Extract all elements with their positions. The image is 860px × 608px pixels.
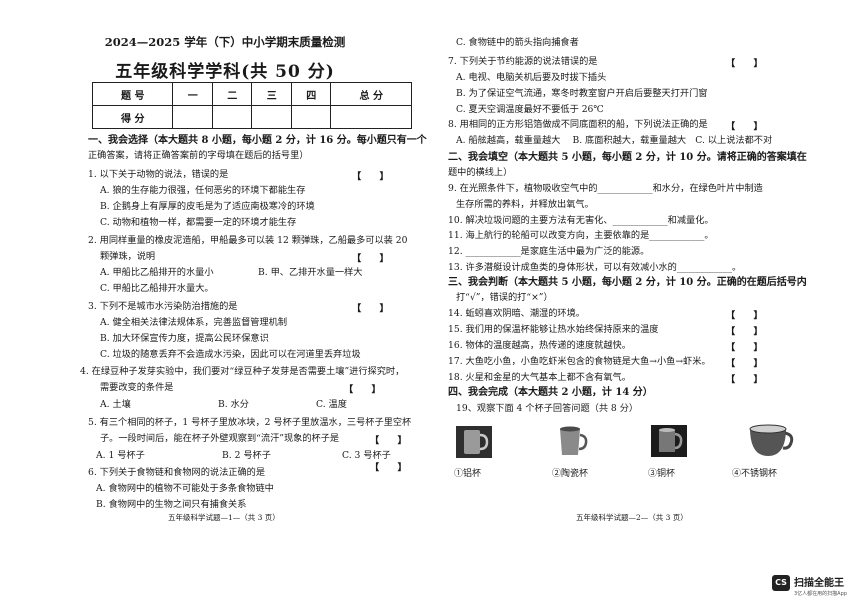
question-2-cont: 颗弹珠，说明: [100, 251, 156, 262]
answer-bracket: 【 】: [370, 462, 407, 473]
score-cell: [290, 105, 332, 129]
section3-heading: 三、我会判断（本大题共 5 小题，每小题 2 分，计 10 分。正确的在题后括号…: [448, 277, 807, 288]
score-header-4: 四: [290, 82, 332, 106]
option-5c: C. 3 号杯子: [342, 450, 391, 461]
answer-bracket: 【 】: [352, 253, 389, 264]
exam-subtitle: 五年级科学学科(共 50 分): [115, 62, 335, 82]
left-page: 2024—2025 学年（下）中小学期末质量检测 五年级科学学科(共 50 分)…: [80, 35, 427, 522]
answer-bracket: 【 】: [352, 171, 389, 182]
watermark-name: 扫描全能王: [794, 578, 844, 589]
question-14: 14. 蚯蚓喜欢阴暗、潮湿的环境。: [448, 308, 585, 319]
score-header-total: 总 分: [330, 82, 412, 106]
question-19: 19、观察下面 4 个杯子回答问题（共 8 分）: [456, 403, 639, 414]
score-cell: [251, 105, 292, 129]
question-3: 3. 下列不是城市水污染防治措施的是: [88, 301, 238, 312]
score-header-1: 一: [172, 82, 213, 106]
question-8: 8. 用相同的正方形铝箔做成不同底面积的船，下列说法正确的是: [448, 119, 708, 130]
section1-heading-cont: 正确答案，请将正确答案前的字母填在题后的括号里）: [88, 150, 309, 161]
option-2b: B. 甲、乙排开水量一样大: [258, 267, 363, 278]
answer-bracket: 【 】: [726, 326, 763, 337]
question-13: 13. 许多潜艇设计成鱼类的身体形状，可以有效减小水的____________。: [448, 262, 742, 273]
option-7b: B. 为了保证空气流通，寒冬时教室窗户开启后要整天打开门窗: [456, 88, 708, 99]
option-3a: A. 健全相关法律法规体系，完善监督管理机制: [100, 317, 288, 328]
cup-label-3: ③铜杯: [648, 469, 676, 479]
question-11: 11. 海上航行的轮船可以改变方向，主要依靠的是____________。: [448, 230, 714, 241]
aluminum-cup-icon: [456, 426, 492, 458]
question-9-cont: 生存所需的养料，并释放出氧气。: [456, 199, 594, 210]
options-8: A. 船舷越高，载重量越大 B. 底面积越大，载重量越大 C. 以上说法都不对: [456, 135, 773, 146]
page-footer-2: 五年级科学试题—2—（共 3 页）: [576, 513, 688, 522]
score-row-label: 得 分: [91, 105, 174, 129]
cups-figure: ①铝杯 ②陶瓷杯 ③铜杯 ④不锈钢杯: [450, 424, 850, 494]
copper-cup-icon: [651, 425, 687, 457]
section3-heading-cont: 打“√”，错误的打“×”）: [456, 292, 553, 303]
score-cell: [211, 105, 253, 129]
option-1b: B. 企鹅身上有厚厚的皮毛是为了适应南极寒冷的环境: [100, 201, 315, 212]
camscanner-logo-icon: CS: [772, 575, 790, 591]
answer-bracket: 【 】: [726, 58, 763, 69]
question-7: 7. 下列关于节约能源的说法错误的是: [448, 56, 598, 67]
score-table: 题 号 一 二 三 四 总 分 得 分: [91, 82, 412, 129]
question-10: 10. 解决垃圾问题的主要方法有无害化、____________和减量化。: [448, 215, 714, 226]
section2-heading-cont: 题中的横线上）: [448, 167, 513, 178]
section1-heading: 一、我会选择（本大题共 8 小题，每小题 2 分，计 16 分。每小题只有一个: [88, 135, 427, 146]
answer-bracket: 【 】: [726, 310, 763, 321]
score-cell: [330, 105, 412, 129]
question-18: 18. 火星和金星的大气基本上都不含有氧气。: [448, 372, 631, 383]
option-6b: B. 食物网中的生物之间只有捕食关系: [96, 499, 247, 510]
answer-bracket: 【 】: [344, 384, 381, 395]
question-2: 2. 用同样重量的橡皮泥造船，甲船最多可以装 12 颗弹珠，乙船最多可以装 20: [88, 235, 408, 246]
question-4-cont: 需要改变的条件是: [100, 382, 174, 393]
option-1c: C. 动物和植物一样，都需要一定的环境才能生存: [100, 217, 297, 228]
option-6c: C. 食物链中的箭头指向捕食者: [456, 37, 579, 48]
option-5b: B. 2 号杯子: [222, 450, 271, 461]
cup-label-4: ④不锈钢杯: [732, 469, 778, 479]
question-4: 4. 在绿豆种子发芽实验中，我们要对“绿豆种子发芽是否需要土壤”进行探究时，: [80, 366, 405, 377]
question-16: 16. 物体的温度越高，热传递的速度就越快。: [448, 340, 631, 351]
stainless-steel-cup-icon: [749, 424, 794, 456]
right-page: C. 食物链中的箭头指向捕食者 7. 下列关于节约能源的说法错误的是 【 】 A…: [430, 0, 860, 608]
option-5a: A. 1 号杯子: [96, 450, 145, 461]
answer-bracket: 【 】: [726, 342, 763, 353]
option-6a: A. 食物网中的植物不可能处于多条食物链中: [96, 483, 274, 494]
answer-bracket: 【 】: [726, 358, 763, 369]
option-4c: C. 温度: [316, 399, 347, 410]
score-cell: [172, 105, 213, 129]
section2-heading: 二、我会填空（本大题共 5 小题，每小题 2 分，计 10 分。请将正确的答案填…: [448, 152, 807, 163]
score-header-label: 题 号: [91, 82, 174, 106]
question-1: 1. 以下关于动物的说法，错误的是: [88, 169, 229, 180]
exam-title: 2024—2025 学年（下）中小学期末质量检测: [104, 35, 346, 49]
page-footer-1: 五年级科学试题—1—（共 3 页）: [168, 513, 280, 522]
question-6: 6. 下列关于食物链和食物网的说法正确的是: [88, 467, 266, 478]
option-3b: B. 加大环保宣传力度，提高公民环保意识: [100, 333, 269, 344]
section4-heading: 四、我会完成（本大题共 2 小题，计 14 分）: [448, 387, 653, 398]
score-header-2: 二: [211, 82, 253, 106]
option-1a: A. 狼的生存能力很强，任何恶劣的环境下都能生存: [100, 185, 306, 196]
question-12: 12. ____________是家庭生活中最为广泛的能源。: [448, 246, 650, 257]
option-3c: C. 垃圾的随意丢弃不会造成水污染，因此可以在河道里丢弃垃圾: [100, 349, 361, 360]
watermark-tagline: 3亿人都在用的扫描App: [794, 591, 847, 597]
camscanner-watermark: CS 扫描全能王 3亿人都在用的扫描App: [772, 572, 854, 602]
answer-bracket: 【 】: [726, 121, 763, 132]
option-4a: A. 土壤: [100, 399, 131, 410]
ceramic-cup-icon: [560, 426, 588, 455]
question-17: 17. 大鱼吃小鱼，小鱼吃虾米包含的食物链是大鱼→小鱼→虾米。: [448, 356, 711, 367]
option-7c: C. 夏天空调温度最好不要低于 26℃: [456, 104, 604, 115]
cup-label-2: ②陶瓷杯: [552, 469, 589, 479]
question-9: 9. 在光照条件下，植物吸收空气中的____________和水分，在绿色叶片中…: [448, 183, 763, 194]
option-7a: A. 电视、电脑关机后要及时拔下插头: [456, 72, 607, 83]
option-4b: B. 水分: [218, 399, 249, 410]
option-2c: C. 甲船比乙船排开水量大。: [100, 283, 214, 294]
option-2a: A. 甲船比乙船排开的水量小: [100, 267, 214, 278]
cup-label-1: ①铝杯: [454, 469, 482, 479]
score-header-3: 三: [251, 82, 292, 106]
answer-bracket: 【 】: [370, 435, 407, 446]
answer-bracket: 【 】: [726, 374, 763, 385]
question-5-cont: 子。一段时间后，能在杯子外壁观察到“流汗”现象的杯子是: [100, 433, 340, 444]
question-15: 15. 我们用的保温杯能够让热水始终保持原来的温度: [448, 324, 659, 335]
question-5: 5. 有三个相同的杯子，1 号杯子里放冰块，2 号杯子里放温水，三号杯子里空杯: [88, 417, 412, 428]
answer-bracket: 【 】: [352, 303, 389, 314]
